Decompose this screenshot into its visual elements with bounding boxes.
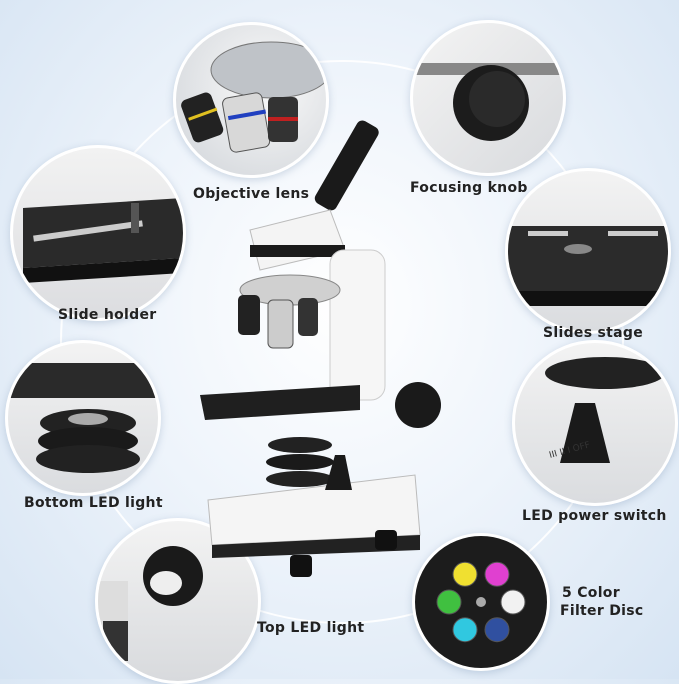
filter-color-hole — [500, 589, 526, 615]
objective-lens-closeup — [173, 22, 329, 178]
label-filter-disc-line2: Filter Disc — [560, 603, 644, 619]
slide-holder-closeup — [10, 145, 186, 321]
filter-color-hole — [484, 617, 510, 643]
label-slide-holder: Slide holder — [58, 307, 157, 323]
label-bottom-led: Bottom LED light — [24, 495, 163, 511]
slides-stage-closeup — [505, 168, 671, 334]
label-slides-stage: Slides stage — [543, 325, 643, 341]
bottom-led-closeup — [5, 340, 161, 496]
filter-color-hole — [452, 617, 478, 643]
label-top-led: Top LED light — [257, 620, 365, 636]
filter-color-hole — [436, 589, 462, 615]
label-objective-lens: Objective lens — [193, 186, 310, 202]
disc-hub — [476, 597, 486, 607]
focusing-knob-closeup — [410, 20, 566, 176]
led-power-switch-closeup: III II I OFF — [512, 340, 678, 506]
label-filter-disc-line1: 5 Color — [562, 585, 620, 601]
filter-color-hole — [484, 561, 510, 587]
filter-color-hole — [452, 561, 478, 587]
filter-disc-closeup — [412, 533, 550, 671]
label-focusing-knob: Focusing knob — [410, 180, 528, 196]
label-led-power-switch: LED power switch — [522, 508, 667, 524]
